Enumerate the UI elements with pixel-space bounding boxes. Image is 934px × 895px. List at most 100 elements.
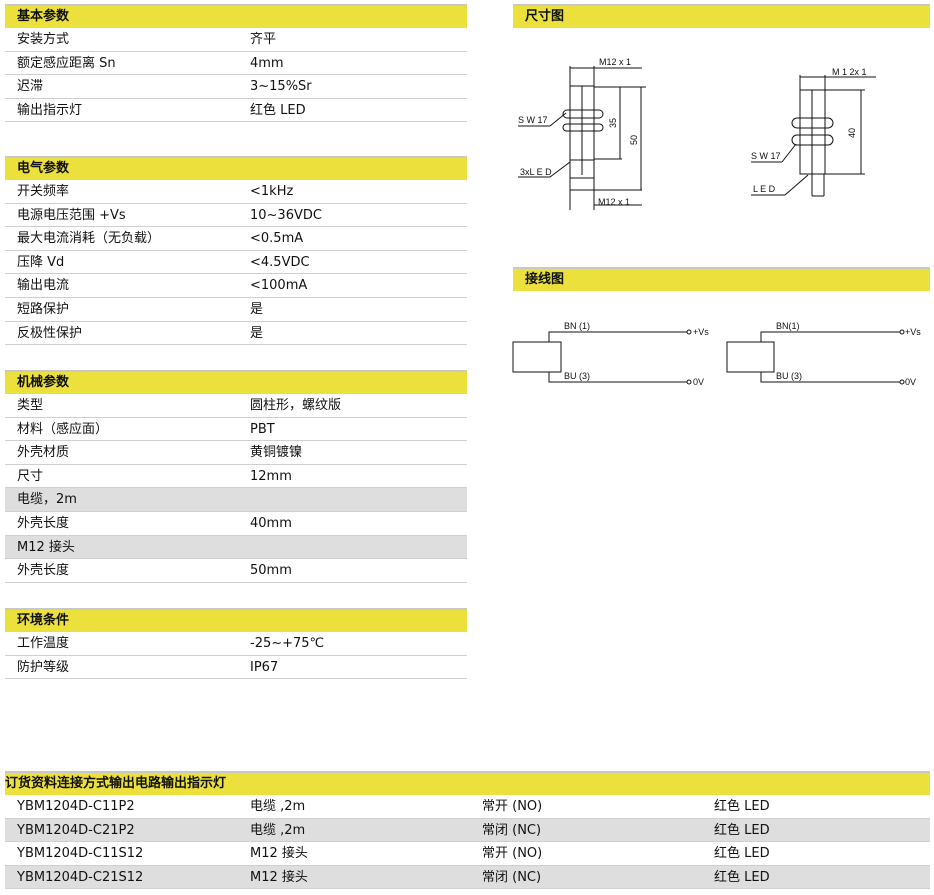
svg-text:+Vs: +Vs	[905, 327, 921, 337]
param-label: 压降 Vd	[17, 254, 65, 270]
param-value: <100mA	[250, 278, 308, 294]
param-value: PBT	[250, 421, 275, 437]
param-value: 黄铜镀镍	[250, 445, 303, 461]
param-label: 类型	[17, 398, 44, 413]
svg-text:0V: 0V	[905, 377, 916, 387]
table-cell: YBM1204D-C21P2	[17, 822, 135, 838]
table-cell: M12 接头	[250, 846, 308, 862]
param-value: IP67	[250, 659, 279, 675]
table-cell: 红色 LED	[714, 846, 770, 862]
param-row: 开关频率 <1kHz	[5, 180, 467, 204]
param-row: 外壳材质 黄铜镀镍	[5, 441, 467, 465]
param-label: 输出指示灯	[17, 102, 83, 118]
section-title: 尺寸图	[513, 4, 930, 28]
table-cell: YBM1204D-C21S12	[17, 869, 144, 885]
param-row: 工作温度 -25~+75℃	[5, 632, 467, 656]
param-row: 外壳长度 40mm	[5, 512, 467, 536]
param-row: 外壳长度 50mm	[5, 559, 467, 583]
param-row: M12 接头	[5, 535, 467, 560]
table-cell: 电缆 ,2m	[250, 822, 306, 838]
param-label: 外壳材质	[17, 445, 70, 461]
param-row: 类型 圆柱形，螺纹版	[5, 394, 467, 418]
param-label: 安装方式	[17, 32, 70, 47]
sensor-cable-drawing	[751, 75, 876, 197]
environment-params: 环境条件工作温度 -25~+75℃ 防护等级 IP67	[5, 608, 467, 680]
param-value: 40mm	[250, 515, 292, 531]
table-cell: 红色 LED	[714, 799, 770, 814]
param-value: 12mm	[250, 468, 292, 484]
param-row: 尺寸 12mm	[5, 465, 467, 489]
svg-text:35: 35	[608, 118, 618, 128]
param-row: 材料（感应面）PBT	[5, 418, 467, 442]
table-cell: M12 接头	[250, 869, 308, 885]
param-value: 是	[250, 301, 264, 317]
param-label: 工作温度	[17, 636, 70, 651]
column-header: 订货资料	[5, 776, 58, 791]
section-title: 环境条件	[5, 608, 467, 632]
svg-text:0V: 0V	[693, 377, 704, 387]
param-row: 输出电流 <100mA	[5, 274, 467, 298]
table-cell: 红色 LED	[714, 822, 770, 838]
param-label: 额定感应距离 Sn	[17, 55, 116, 71]
param-value: <1kHz	[250, 184, 294, 199]
param-label: 尺寸	[17, 468, 44, 484]
param-label: 电缆，2m	[17, 492, 77, 508]
param-label: M12 接头	[17, 539, 75, 555]
svg-text:M12 x 1: M12 x 1	[598, 197, 630, 207]
table-cell: 常开 (NO)	[482, 846, 543, 862]
table-cell: 红色 LED	[714, 869, 770, 885]
svg-text:M 1 2x 1: M 1 2x 1	[832, 67, 867, 77]
wiring-diagram-section: 接线图	[513, 267, 930, 291]
param-label: 电源电压范围 +Vs	[17, 207, 126, 223]
param-label: 外壳长度	[17, 563, 70, 579]
table-cell: 常开 (NO)	[482, 799, 543, 814]
svg-text:S W 17: S W 17	[751, 151, 781, 161]
param-value: <0.5mA	[250, 231, 304, 247]
param-value: 圆柱形，螺纹版	[250, 398, 342, 413]
param-value: -25~+75℃	[250, 636, 325, 651]
svg-text:BU (3): BU (3)	[564, 371, 590, 381]
param-label: 外壳长度	[17, 515, 70, 531]
wiring-diagram: BN (1) BU (3) +Vs 0V BN(1) BU (3) +Vs 0V	[512, 321, 921, 387]
param-row: 最大电流消耗（无负载） <0.5mA	[5, 227, 467, 251]
svg-text:BN (1): BN (1)	[564, 321, 590, 331]
param-value: 3~15%Sr	[250, 79, 312, 95]
param-row: 输出指示灯 红色 LED	[5, 99, 467, 123]
dimension-diagram: M12 x 1 M12 x 1 S W 17 3xL E D 35 50 M 1…	[518, 57, 876, 210]
param-label: 开关频率	[17, 184, 70, 199]
column-header: 连接方式	[57, 776, 110, 791]
param-label: 防护等级	[17, 659, 70, 675]
param-label: 反极性保护	[17, 325, 83, 341]
param-value: 齐平	[250, 32, 277, 47]
svg-text:M12 x 1: M12 x 1	[599, 57, 631, 67]
param-row: 安装方式 齐平	[5, 28, 467, 52]
param-row: 短路保护是	[5, 298, 467, 322]
section-title: 基本参数	[5, 4, 467, 28]
sensor-connector-drawing	[518, 66, 646, 210]
param-value: 是	[250, 325, 264, 341]
param-value: 红色 LED	[250, 102, 306, 118]
svg-text:BU (3): BU (3)	[776, 371, 802, 381]
param-label: 输出电流	[17, 278, 70, 294]
param-label: 最大电流消耗（无负载）	[17, 231, 161, 247]
column-header: 输出电路	[109, 776, 162, 791]
svg-text:BN(1): BN(1)	[776, 321, 800, 331]
column-header: 输出指示灯	[161, 776, 227, 791]
svg-text:40: 40	[847, 128, 857, 138]
table-cell: 常闭 (NC)	[482, 869, 542, 885]
param-value: 50mm	[250, 563, 292, 579]
table-row: YBM1204D-C21P2 电缆 ,2m 常闭 (NC) 红色 LED	[5, 818, 930, 843]
dimension-drawing: 尺寸图	[513, 4, 930, 28]
svg-text:L E D: L E D	[753, 184, 776, 194]
table-cell: 常闭 (NC)	[482, 822, 542, 838]
svg-text:+Vs: +Vs	[693, 327, 709, 337]
table-row: YBM1204D-C11S12 M12 接头 常开 (NO) 红色 LED	[5, 842, 930, 866]
table-cell: YBM1204D-C11S12	[17, 846, 144, 862]
param-row: 反极性保护 是	[5, 322, 467, 346]
